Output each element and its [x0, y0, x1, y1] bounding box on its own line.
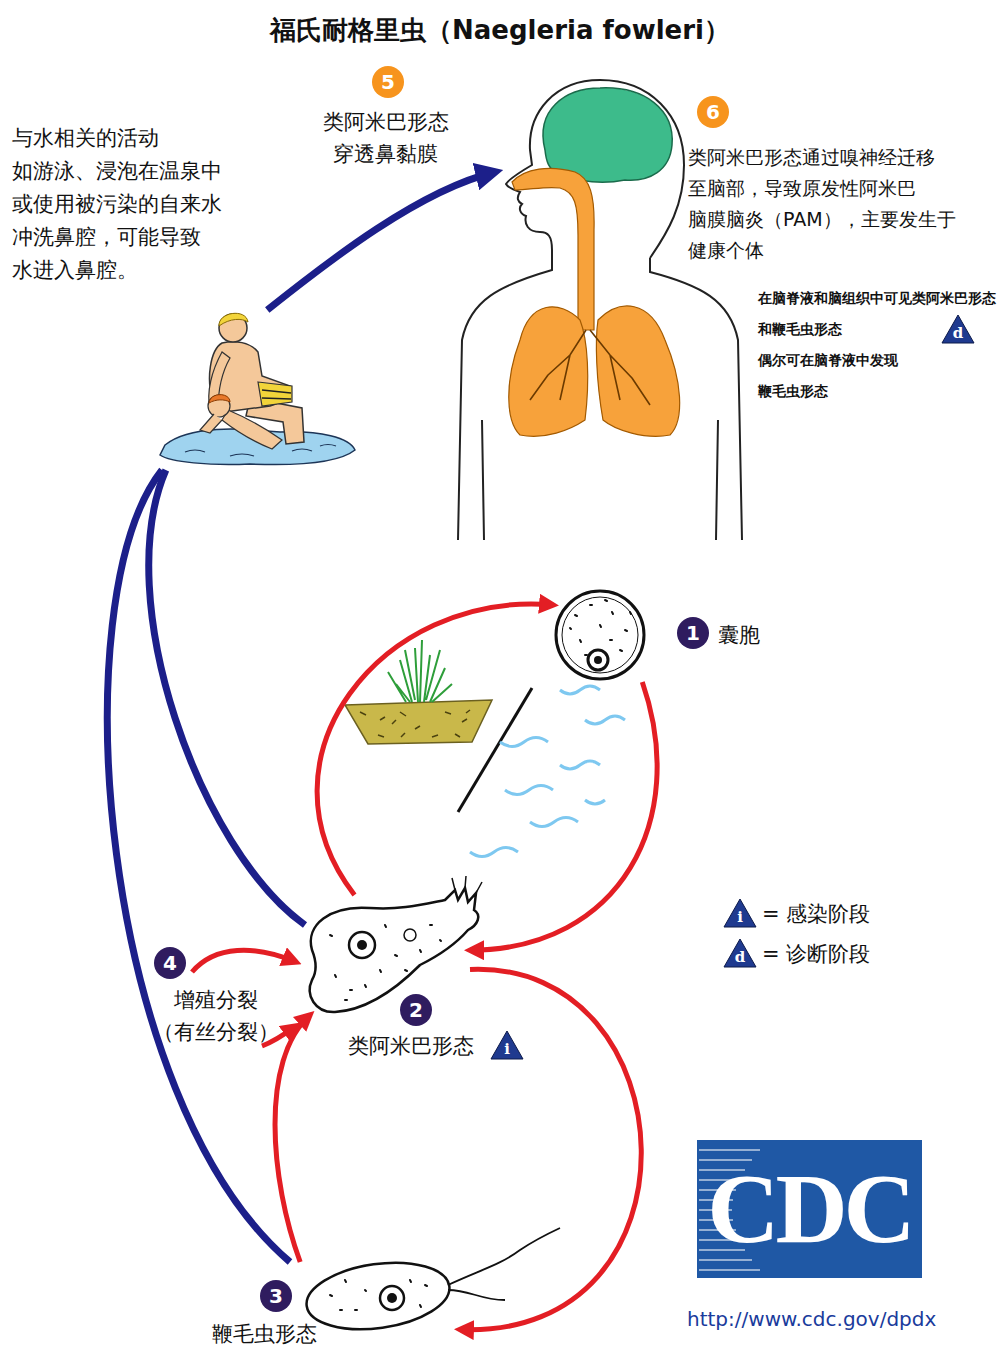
cyst-node: 囊胞 [553, 588, 647, 682]
callout-number: 6 [697, 96, 729, 128]
legend-text: = 感染阶段 [762, 902, 870, 926]
right-lung [596, 306, 679, 436]
pseudopod-tips [452, 876, 482, 893]
trophozoite-body [310, 888, 478, 1012]
logo-background [697, 1140, 922, 1278]
triangle-fill [942, 315, 974, 343]
callout-number: 2 [400, 994, 432, 1026]
cyst-nucleolus [594, 656, 602, 664]
node-text: 类阿米巴形态 [348, 1032, 474, 1061]
callout-number: 3 [260, 1280, 292, 1312]
symbol-letter: i [490, 1040, 524, 1058]
flagellate-nucleolus [387, 1293, 397, 1303]
vacuole [404, 929, 416, 941]
adult-head [219, 314, 247, 342]
cdc-logo [697, 1140, 922, 1278]
swimmer-illustration [160, 313, 355, 464]
life-cycle-arrow [460, 969, 641, 1329]
callout-number: 5 [372, 66, 404, 98]
trophozoite-illustration [310, 876, 482, 1012]
trophozoite-nucleolus [357, 940, 367, 950]
legend-entry: = 感染阶段 [762, 899, 870, 929]
water-ripple [185, 445, 336, 457]
callout-number: 4 [154, 947, 186, 979]
cyst-granules [570, 600, 631, 655]
life-cycle-arrow [470, 682, 657, 950]
trunk-stripes [262, 390, 291, 399]
grass [388, 640, 452, 702]
flagellate-illustration [302, 1228, 560, 1338]
adult-hair [219, 313, 248, 326]
cyst-nucleus [588, 650, 608, 670]
note-text: 增殖分裂 （有丝分裂） [148, 984, 283, 1048]
triangle-fill [724, 939, 756, 967]
soil-texture [360, 710, 470, 737]
logo-text: CDC [697, 1140, 922, 1278]
symbol-letter: i [723, 908, 757, 926]
stage-symbol: d [723, 938, 757, 968]
node-text: 鞭毛虫形态 [212, 1320, 317, 1346]
transmission-line [267, 172, 495, 310]
life-cycle-arrow [317, 604, 553, 895]
child-head [208, 395, 230, 417]
child-arm [200, 414, 222, 433]
callout-number: 1 [677, 617, 709, 649]
node-text: 囊胞 [718, 621, 760, 650]
cyst-inner-wall [562, 597, 638, 673]
node-text: 与水相关的活动 如游泳、浸泡在温泉中 或使用被污染的自来水 冲洗鼻腔，可能导致 … [12, 122, 237, 287]
legend-text: = 诊断阶段 [762, 942, 870, 966]
cyst-wall [556, 591, 644, 679]
swimmer-node: 与水相关的活动 如游泳、浸泡在温泉中 或使用被污染的自来水 冲洗鼻腔，可能导致 … [160, 310, 355, 470]
mitosis-arrow [192, 950, 296, 972]
nasal-airway [512, 168, 594, 330]
water-waves [470, 686, 625, 857]
note-text: http://www.cdc.gov/dpdx [687, 1305, 936, 1333]
flagellate-node: 鞭毛虫形态 [290, 1262, 460, 1337]
brain [543, 88, 672, 182]
flagellate-nucleus [380, 1286, 404, 1310]
triangle-fill [491, 1031, 523, 1059]
human-node: 类阿米巴形态通过嗅神经迁移 至脑部，导致原发性阿米巴 脑膜脑炎（PAM），主要发… [495, 80, 720, 540]
stage-symbol: d [941, 314, 975, 344]
trophozoite-granules [330, 925, 441, 1000]
swim-trunks [258, 382, 292, 406]
transmission-line [149, 470, 305, 925]
symbol-letter: d [941, 324, 975, 342]
node-text: 类阿米巴形态通过嗅神经迁移 至脑部，导致原发性阿米巴 脑膜脑炎（PAM），主要发… [688, 142, 988, 266]
flagella [448, 1228, 560, 1300]
legend-entry: = 诊断阶段 [762, 939, 870, 969]
trophozoite-node: 类阿米巴形态 [305, 895, 470, 1015]
left-lung [509, 307, 588, 436]
symbol-letter: d [723, 948, 757, 966]
flagellate-body [302, 1254, 454, 1337]
cyst-illustration [556, 591, 644, 679]
stage-symbol: i [723, 898, 757, 928]
triangle-fill [724, 899, 756, 927]
node-text: 偶尔可在脑脊液中发现 鞭毛虫形态 [758, 345, 908, 407]
flagellate-granules [330, 1280, 427, 1310]
soil-patch [345, 700, 492, 744]
stage-symbol: i [490, 1030, 524, 1060]
bronchi [530, 330, 650, 405]
diagram-title: 福氏耐格里虫（Naegleria fowleri） [0, 12, 1000, 48]
child-hair [209, 395, 230, 403]
child-body [222, 410, 282, 449]
trophozoite-nucleus [349, 932, 375, 958]
life-cycle-arrow [275, 1015, 310, 1262]
transmission-line [107, 470, 290, 1262]
edge-label: 类阿米巴形态 穿透鼻黏膜 [318, 106, 453, 170]
